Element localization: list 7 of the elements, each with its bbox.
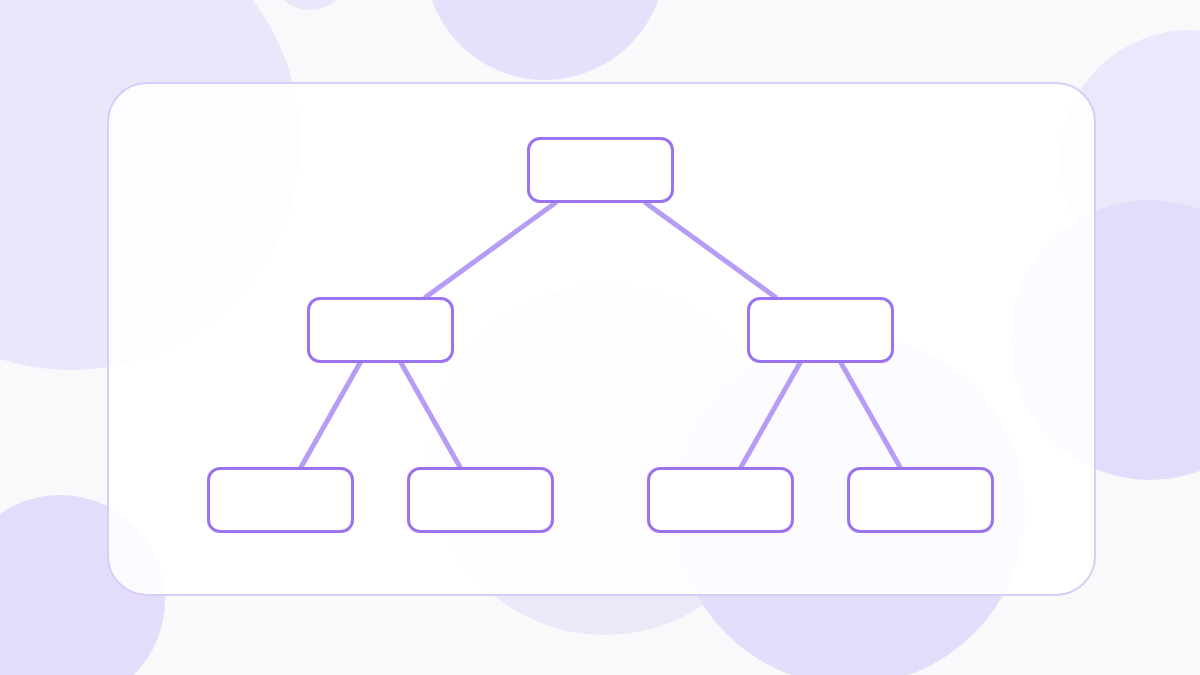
empty-box	[407, 467, 554, 533]
empty-box	[527, 137, 674, 203]
empty-box	[207, 467, 354, 533]
empty-box	[647, 467, 794, 533]
empty-box	[307, 297, 454, 363]
empty-box	[847, 467, 994, 533]
empty-box	[747, 297, 894, 363]
